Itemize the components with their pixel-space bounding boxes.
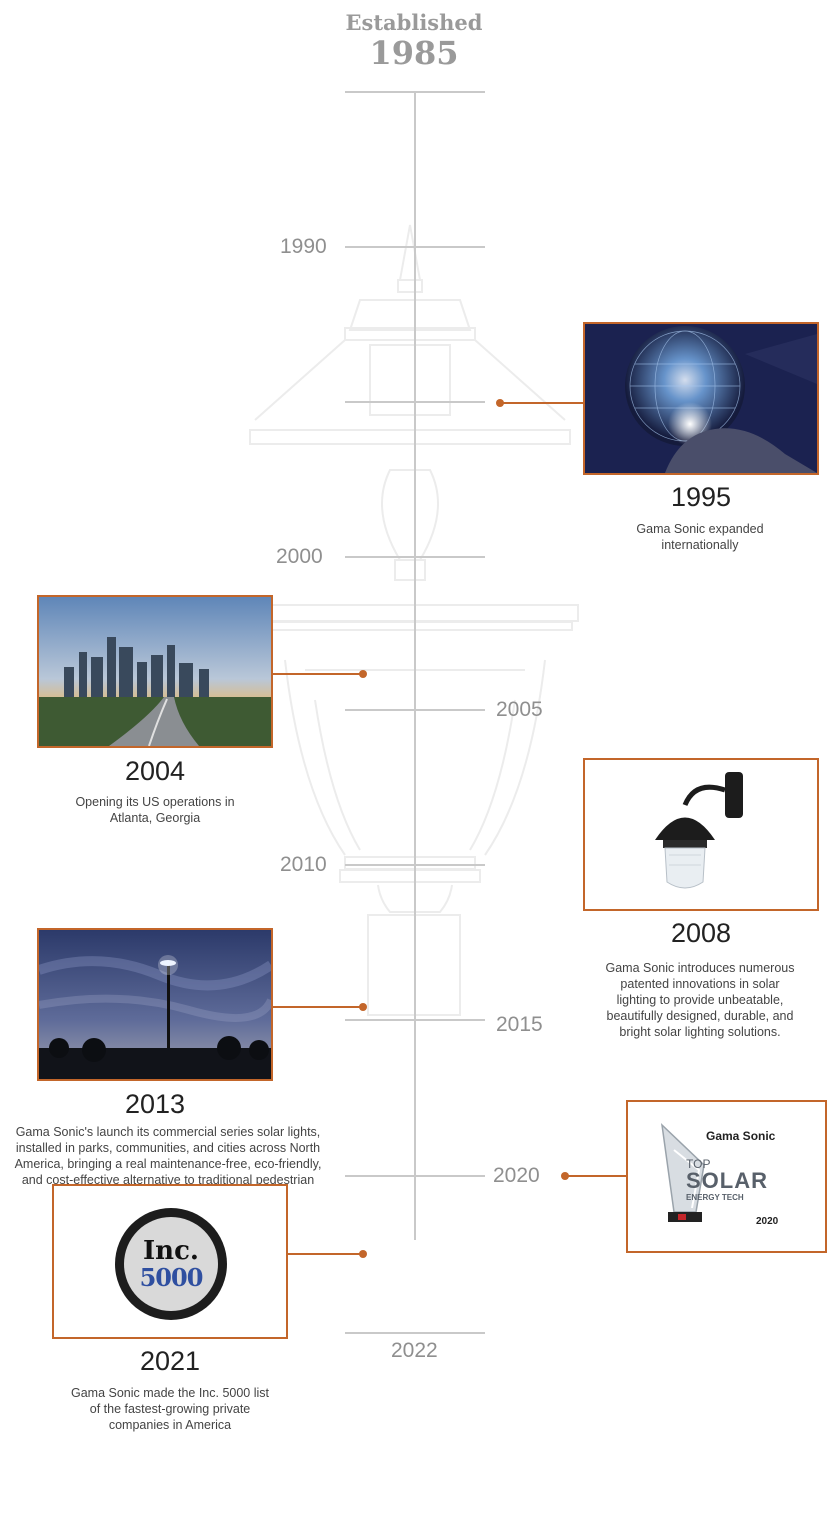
event-text-1995: Gama Sonic expanded internationally — [636, 522, 764, 552]
image-card-2004 — [37, 595, 273, 748]
inc-number: 5000 — [139, 1263, 204, 1292]
established-label: Established — [345, 10, 483, 35]
tick-label-1990: 1990 — [280, 235, 327, 258]
image-card-2013 — [37, 928, 273, 1081]
tick-label-2020: 2020 — [493, 1164, 540, 1187]
timeline-ticks — [345, 91, 485, 1334]
globe-hand-image — [585, 324, 817, 473]
award-solar: SOLAR — [686, 1168, 768, 1193]
event-year-2008: 2008 — [670, 918, 732, 948]
event-year-2021: 2021 — [139, 1346, 201, 1376]
tick-label-2000: 2000 — [276, 545, 323, 568]
event-year-2013: 2013 — [124, 1089, 186, 1119]
tick-label-2022: 2022 — [391, 1339, 438, 1362]
connector-dots — [359, 399, 569, 1258]
award-card-2020: Gama Sonic TOP SOLAR ENERGY TECH 2020 — [626, 1100, 827, 1253]
event-text-2021: Gama Sonic made the Inc. 5000 list of th… — [70, 1386, 270, 1432]
event-text-2004: Opening its US operations in Atlanta, Ge… — [75, 795, 235, 825]
established-year: 1985 — [369, 34, 459, 72]
image-card-1995 — [583, 322, 819, 475]
inc-word: Inc. — [143, 1236, 199, 1266]
street-light-image — [39, 930, 271, 1079]
award-subtitle: ENERGY TECH — [686, 1193, 744, 1202]
tick-label-2010: 2010 — [280, 853, 327, 876]
connectors — [272, 402, 627, 1255]
image-card-2008 — [583, 758, 819, 911]
event-text-2008: Gama Sonic introduces numerous patented … — [605, 961, 795, 1039]
tick-label-2005: 2005 — [496, 698, 543, 721]
event-year-1995: 1995 — [670, 482, 732, 512]
wall-lamp-image — [585, 760, 817, 909]
award-top: TOP — [686, 1157, 711, 1171]
atlanta-skyline-image — [39, 597, 271, 746]
tick-label-2015: 2015 — [496, 1013, 543, 1036]
image-card-2021: Inc. 5000 — [52, 1184, 288, 1339]
inc-badge: Inc. 5000 — [115, 1208, 227, 1320]
award-brand: Gama Sonic — [706, 1129, 776, 1143]
award-year: 2020 — [756, 1216, 779, 1227]
trophy-icon — [660, 1122, 705, 1222]
event-year-2004: 2004 — [124, 756, 186, 786]
